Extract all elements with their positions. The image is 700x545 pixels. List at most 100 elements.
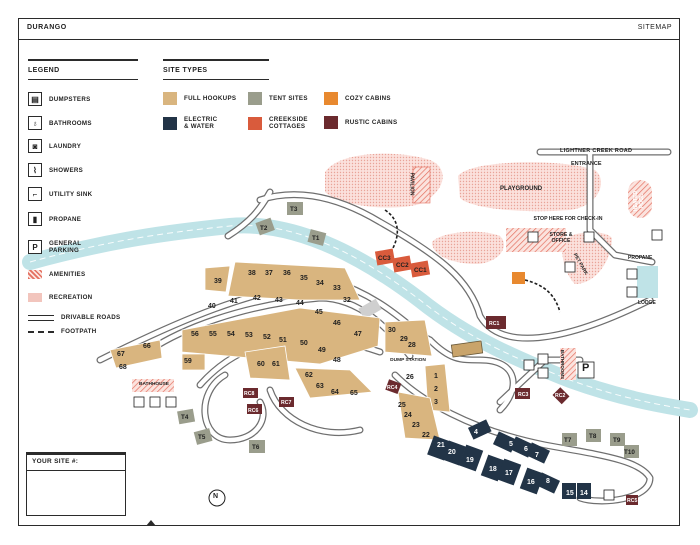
svg-text:52: 52: [263, 334, 271, 341]
your-site-label: YOUR SITE #:: [32, 458, 79, 465]
your-site-box[interactable]: YOUR SITE #:: [26, 452, 126, 516]
electric-water-swatch: [163, 116, 177, 130]
svg-text:18: 18: [489, 466, 497, 473]
type-electric-water: ELECTRIC & WATER: [163, 116, 224, 130]
road-name-label: LIGHTNER CREEK ROAD: [560, 148, 633, 154]
svg-text:60: 60: [257, 361, 265, 368]
svg-text:CC2: CC2: [396, 262, 409, 269]
washer-icon: ◙: [28, 139, 42, 153]
svg-text:64: 64: [331, 389, 339, 396]
svg-text:7: 7: [535, 452, 539, 459]
svg-text:33: 33: [333, 285, 341, 292]
full-hookup-lots: [109, 261, 451, 441]
svg-text:8: 8: [546, 478, 550, 485]
cozy-cabin: [512, 272, 525, 284]
svg-text:RC6: RC6: [248, 408, 258, 414]
svg-text:62: 62: [305, 372, 313, 379]
svg-text:39: 39: [214, 278, 222, 285]
pavilion-label: PAVILION: [408, 172, 415, 196]
bathhouse-label: BATHHOUSE: [138, 382, 170, 387]
type-cozy-cabins: COZY CABINS: [324, 92, 391, 105]
river: [22, 217, 698, 418]
svg-text:66: 66: [143, 343, 151, 350]
svg-text:T4: T4: [181, 414, 189, 421]
svg-text:35: 35: [300, 275, 308, 282]
svg-text:36: 36: [283, 270, 291, 277]
svg-text:23: 23: [412, 422, 420, 429]
svg-text:46: 46: [333, 320, 341, 327]
svg-text:51: 51: [279, 337, 287, 344]
svg-text:5: 5: [509, 441, 513, 448]
amenities-swatch: [28, 270, 42, 279]
svg-text:24: 24: [404, 412, 412, 419]
legend-showers: ⌇ SHOWERS: [28, 163, 83, 177]
legend-amenities: AMENITIES: [28, 270, 85, 279]
faucet-icon: ⌐: [28, 187, 42, 201]
svg-text:T6: T6: [252, 444, 260, 451]
svg-text:32: 32: [343, 297, 351, 304]
parking-icon: P: [28, 240, 42, 254]
svg-text:29: 29: [400, 336, 408, 343]
parking-map-label: P: [582, 362, 590, 374]
svg-text:1: 1: [434, 373, 438, 380]
svg-text:4: 4: [474, 429, 478, 436]
svg-text:48: 48: [333, 357, 341, 364]
legend-dumpsters: ▤ DUMPSTERS: [28, 92, 91, 106]
svg-text:67: 67: [117, 351, 125, 358]
legend-title: LEGEND: [28, 67, 60, 74]
svg-text:25: 25: [398, 402, 406, 409]
svg-text:RC4: RC4: [387, 385, 397, 391]
legend-footpath: FOOTPATH: [28, 328, 97, 335]
full-hookups-swatch: [163, 92, 177, 105]
svg-text:RC7: RC7: [281, 400, 291, 406]
svg-text:CC1: CC1: [414, 267, 427, 274]
svg-text:44: 44: [296, 300, 304, 307]
bathrooms-map-label: BATHROOMS: [560, 349, 566, 380]
toilet-icon: ♁: [28, 116, 42, 130]
legend-rule-top: [28, 59, 138, 61]
your-site-bar: [27, 453, 125, 455]
svg-text:T7: T7: [564, 437, 572, 444]
legend-parking: P GENERAL PARKING: [28, 240, 89, 254]
north-arrow: [208, 489, 226, 507]
bridge: [450, 340, 484, 358]
dump-station-pad: [358, 298, 382, 320]
site-types-rule: [163, 79, 269, 80]
svg-text:26: 26: [406, 374, 414, 381]
svg-text:65: 65: [350, 390, 358, 397]
svg-text:59: 59: [184, 358, 192, 365]
svg-text:50: 50: [300, 340, 308, 347]
map-frame: [18, 18, 680, 526]
svg-text:22: 22: [422, 432, 430, 439]
svg-text:RC2: RC2: [555, 393, 565, 399]
svg-text:40: 40: [208, 303, 216, 310]
svg-text:20: 20: [448, 449, 456, 456]
check-in-label: STOP HERE FOR CHECK-IN: [533, 216, 603, 222]
recreation-swatch: [28, 293, 42, 302]
footpaths: [384, 209, 561, 313]
svg-text:56: 56: [191, 331, 199, 338]
svg-text:2: 2: [434, 386, 438, 393]
legend-laundry: ◙ LAUNDRY: [28, 139, 81, 153]
svg-text:RC3: RC3: [518, 392, 528, 398]
svg-text:RC8: RC8: [244, 391, 254, 397]
svg-text:61: 61: [272, 361, 280, 368]
svg-text:68: 68: [119, 364, 127, 371]
svg-text:38: 38: [248, 270, 256, 277]
svg-text:54: 54: [227, 331, 235, 338]
svg-text:28: 28: [408, 342, 416, 349]
site-types-title: SITE TYPES: [163, 67, 208, 74]
svg-text:T5: T5: [198, 434, 206, 441]
footpath-swatch: [28, 330, 54, 333]
type-rustic-cabins: RUSTIC CABINS: [324, 116, 397, 129]
shower-icon: ⌇: [28, 163, 42, 177]
north-label: N: [213, 493, 219, 500]
svg-text:T2: T2: [260, 225, 268, 232]
svg-text:T8: T8: [589, 433, 597, 440]
creekside-cottages-swatch: [248, 116, 262, 130]
map-icons: [133, 229, 663, 501]
road-swatch: [28, 314, 54, 321]
